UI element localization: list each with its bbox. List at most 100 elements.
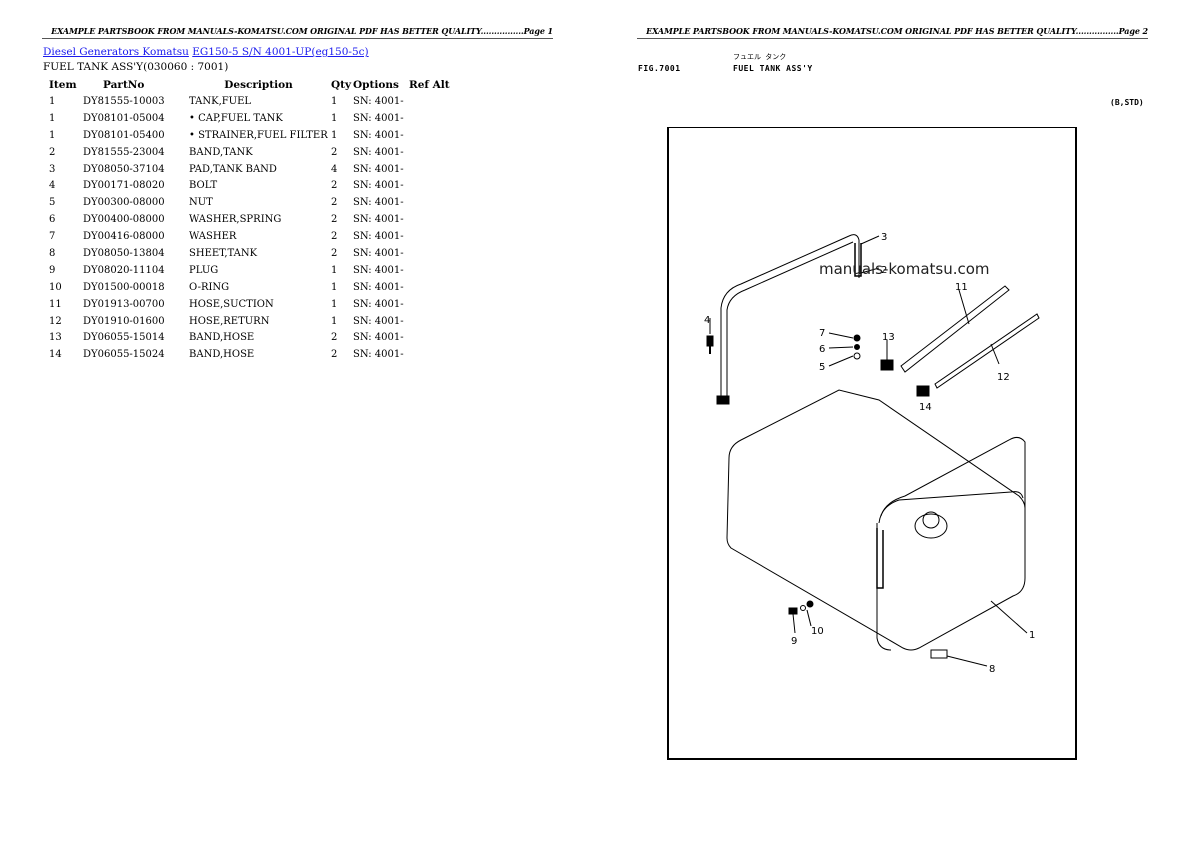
cell-refalt	[405, 110, 450, 127]
cell-description: BAND,HOSE	[189, 332, 255, 344]
cell-partno: DY81555-10003	[83, 95, 165, 107]
cell-refalt	[405, 346, 450, 363]
callout-1: 1	[1029, 630, 1035, 641]
cell-qty: 2	[331, 349, 338, 361]
cell-description: WASHER,SPRING	[189, 214, 282, 226]
cell-qty: 1	[331, 264, 338, 276]
breadcrumb-link-model[interactable]: EG150-5 S/N 4001-UP(eg150-5c)	[192, 46, 369, 58]
cell-options: SN: 4001-	[353, 332, 404, 344]
callout-2: 2	[881, 265, 887, 276]
cell-refalt	[405, 211, 450, 228]
cell-qty: 2	[331, 247, 338, 259]
cell-options: SN: 4001-	[353, 281, 404, 293]
callout-labels: 2 3 4 5 6 7 13 11 12 14 1 8 9 10	[704, 232, 1035, 675]
cell-item: 6	[49, 214, 56, 226]
cell-options: SN: 4001-	[353, 231, 404, 243]
cell-qty: 2	[331, 197, 338, 209]
cell-description: HOSE,SUCTION	[189, 298, 274, 310]
cell-partno: DY08050-13804	[83, 247, 165, 259]
breadcrumb-link-category[interactable]: Diesel Generators Komatsu	[43, 46, 189, 58]
cell-description: TANK,FUEL	[189, 95, 252, 107]
cell-partno: DY08101-05004	[83, 112, 165, 124]
col-header-description: Description	[224, 78, 293, 91]
cell-item: 13	[49, 332, 62, 344]
cell-item: 12	[49, 315, 62, 327]
cell-refalt	[405, 313, 450, 330]
cell-partno: DY06055-15024	[83, 349, 165, 361]
cell-qty: 2	[331, 146, 338, 158]
cell-qty: 1	[331, 95, 338, 107]
cell-partno: DY00416-08000	[83, 231, 165, 243]
cell-refalt	[405, 228, 450, 245]
cell-partno: DY01913-00700	[83, 298, 165, 310]
cell-qty: 1	[331, 315, 338, 327]
cell-options: SN: 4001-	[353, 180, 404, 192]
col-header-partno: PartNo	[103, 78, 145, 91]
cell-partno: DY08020-11104	[83, 264, 165, 276]
cell-description: SHEET,TANK	[189, 247, 258, 259]
cell-description: WASHER	[189, 231, 237, 243]
cell-options: SN: 4001-	[353, 315, 404, 327]
cell-refalt	[405, 279, 450, 296]
exploded-parts-diagram: 2 3 4 5 6 7 13 11 12 14 1 8 9 10	[667, 127, 1077, 760]
cell-item: 11	[49, 298, 62, 310]
callout-4: 4	[704, 315, 710, 326]
col-header-refalt: Ref Alt	[409, 78, 450, 91]
cell-description: BOLT	[189, 180, 218, 192]
cell-options: SN: 4001-	[353, 214, 404, 226]
cell-options: SN: 4001-	[353, 163, 404, 175]
cell-partno: DY01500-00018	[83, 281, 165, 293]
cell-partno: DY00300-08000	[83, 197, 165, 209]
cell-item: 14	[49, 349, 62, 361]
cell-partno: DY08101-05400	[83, 129, 165, 141]
cell-item: 7	[49, 231, 56, 243]
callout-13: 13	[882, 332, 895, 343]
cell-options: SN: 4001-	[353, 197, 404, 209]
cell-description: PLUG	[189, 264, 219, 276]
callout-12: 12	[997, 372, 1010, 383]
cell-refalt	[405, 296, 450, 313]
cell-refalt	[405, 194, 450, 211]
cell-item: 5	[49, 197, 56, 209]
callout-10: 10	[811, 626, 824, 637]
cell-refalt	[405, 127, 450, 144]
figure-japanese-title: フュエル タンク	[733, 53, 787, 61]
cell-item: 1	[49, 95, 56, 107]
cell-qty: 4	[331, 163, 338, 175]
cell-description: BAND,TANK	[189, 146, 253, 158]
callout-3: 3	[881, 232, 887, 243]
callout-7: 7	[819, 328, 825, 339]
cell-qty: 1	[331, 298, 338, 310]
page-1: EXAMPLE PARTSBOOK FROM MANUALS-KOMATSU.C…	[42, 26, 553, 363]
cell-qty: 1	[331, 129, 338, 141]
cell-options: SN: 4001-	[353, 264, 404, 276]
table-header-row: Item PartNo Description Qty Options Ref …	[43, 76, 450, 93]
cell-item: 2	[49, 146, 56, 158]
table-row: 11 DY01913-00700 HOSE,SUCTION 1 SN: 4001-	[43, 296, 450, 313]
callout-11: 11	[955, 282, 968, 293]
col-header-item: Item	[49, 78, 77, 91]
tank-band-shape	[720, 234, 860, 396]
cell-description: O-RING	[189, 281, 230, 293]
cell-options: SN: 4001-	[353, 298, 404, 310]
figure-variant: (B,STD)	[1110, 98, 1144, 107]
cell-refalt	[405, 177, 450, 194]
watermark-text: manuals-komatsu.com	[819, 260, 990, 278]
parts-table: Item PartNo Description Qty Options Ref …	[43, 76, 450, 363]
figure-title: FUEL TANK ASS'Y	[733, 64, 813, 73]
section-title: FUEL TANK ASS'Y(030060 : 7001)	[43, 61, 229, 73]
cell-options: SN: 4001-	[353, 349, 404, 361]
cell-options: SN: 4001-	[353, 112, 404, 124]
callout-14: 14	[919, 402, 932, 413]
cell-refalt	[405, 93, 450, 110]
cell-options: SN: 4001-	[353, 247, 404, 259]
cell-item: 3	[49, 163, 56, 175]
